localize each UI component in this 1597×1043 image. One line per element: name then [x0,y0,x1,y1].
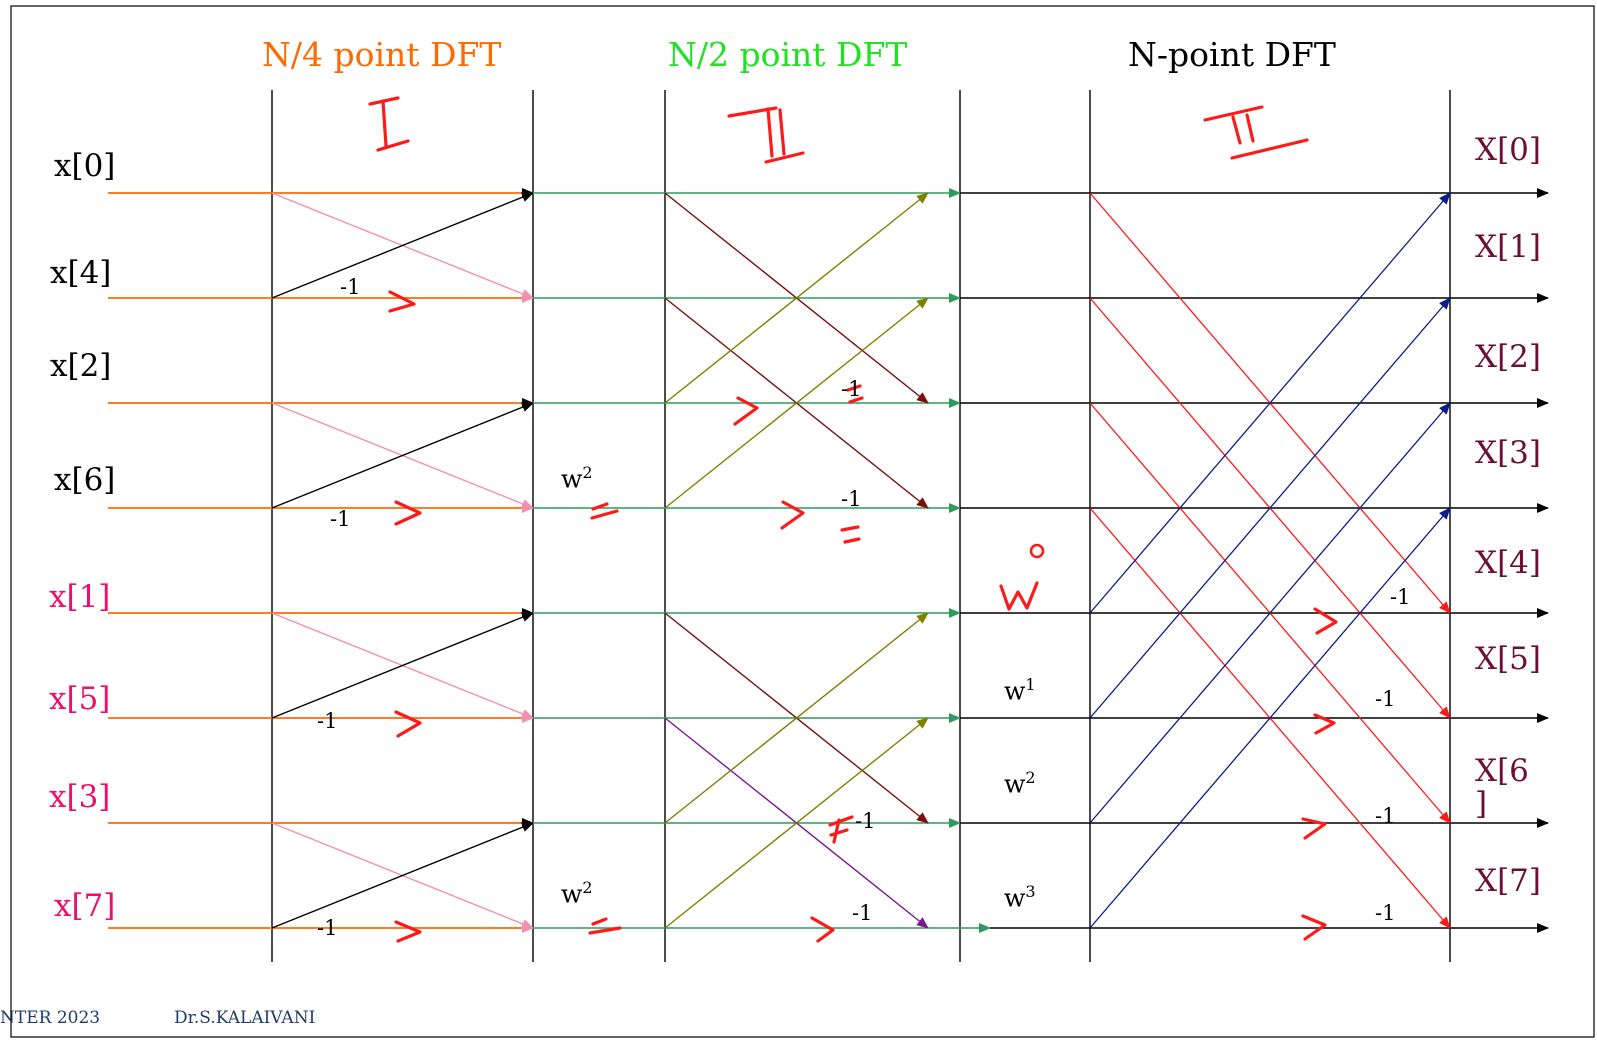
minus-one-label: -1 [841,377,862,401]
output-label: X[5] [1475,641,1541,677]
twiddle-exponent: 2 [582,463,593,482]
minus-one-label: -1 [317,709,338,733]
output-label: X[3] [1475,435,1541,471]
twiddle-exponent: 1 [1025,675,1036,694]
twiddle-label: w1 [1004,675,1036,706]
twiddle-base: w [1004,769,1026,799]
footer-author: Dr.S.KALAIVANI [174,1008,316,1028]
twiddle-base: w [561,879,583,909]
minus-one-label: -1 [330,507,351,531]
header-stage2: N/2 point DFT [668,35,908,74]
input-label: x[4] [50,255,112,291]
stage1-crosses [271,192,534,929]
stage3-crosses [1089,192,1451,929]
minus-one-label: -1 [1375,901,1396,925]
header-stage3: N-point DFT [1128,35,1336,74]
stage2-crosses [664,192,929,929]
output-label: X[4] [1475,545,1541,581]
header-stage1: N/4 point DFT [262,35,502,74]
footer-left-text: NTER 2023 [0,1008,101,1028]
stage1-inputs [108,192,272,929]
twiddle-label: w2 [1004,768,1036,799]
input-label: x[3] [49,779,111,815]
stage3-horizontals [960,188,1549,933]
twiddle-exponent: 2 [1025,768,1036,787]
minus-one-label: -1 [1375,804,1396,828]
twiddle-base: w [1004,676,1026,706]
minus-one-label: -1 [1390,585,1411,609]
input-label: x[0] [54,148,116,184]
minus-one-label: -1 [841,487,862,511]
stage-boundaries [271,90,1451,962]
slide-border [10,5,1595,1038]
twiddle-exponent: 3 [1025,882,1036,901]
twiddle-label: w2 [561,878,593,909]
twiddle-exponent: 2 [582,878,593,897]
input-label: x[6] [54,462,116,498]
twiddle-base: w [1004,883,1026,913]
output-label: X[6 ] [1475,753,1529,822]
minus-one-label: -1 [317,916,338,940]
input-label: x[2] [50,348,112,384]
input-label: x[1] [49,579,111,615]
output-label: X[7] [1475,863,1541,899]
input-label: x[5] [49,681,111,717]
input-label: x[7] [54,888,116,924]
handwritten-annotations [368,96,1338,943]
minus-one-label: -1 [852,901,873,925]
minus-one-label: -1 [1375,687,1396,711]
output-label: X[2] [1475,339,1541,375]
twiddle-label: w2 [561,463,593,494]
minus-one-label: -1 [340,275,361,299]
output-label: X[1] [1475,229,1541,265]
twiddle-label: w3 [1004,882,1036,913]
stage1-horizontals [272,188,534,933]
minus-one-label: -1 [855,809,876,833]
twiddle-base: w [561,464,583,494]
output-label: X[0] [1475,132,1541,168]
